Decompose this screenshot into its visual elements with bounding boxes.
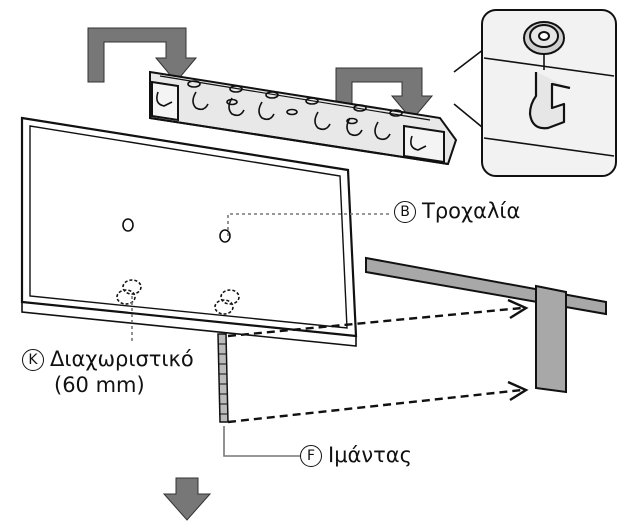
strap-letter: F [300,445,322,467]
spacer-text: Διαχωριστικό [50,347,194,371]
strap [217,333,229,423]
pulley-text: Τροχαλία [422,199,521,223]
spacers [116,279,240,315]
spacer-detail: (60 mm) [54,373,145,398]
insertion-arrow-left [87,27,198,83]
pulley-letter: B [394,201,416,223]
pulley-label: B Τροχαλία [394,198,520,224]
insertion-arrow-right [335,67,434,123]
detail-inset [453,9,617,177]
hook-icon [528,72,571,130]
tv-stand [365,256,607,394]
strap-text: Ιμάντας [328,443,412,467]
down-arrow-icon [162,477,212,521]
tv-panel [20,116,358,347]
pulley-icon [523,21,565,55]
strap-routing-arrows [227,298,529,424]
strap-label: F Ιμάντας [300,442,412,468]
leader-lines [131,213,390,457]
spacer-letter: K [22,349,44,371]
spacer-label: K Διαχωριστικό (60 mm) [22,346,194,399]
wall-bracket [149,70,458,166]
